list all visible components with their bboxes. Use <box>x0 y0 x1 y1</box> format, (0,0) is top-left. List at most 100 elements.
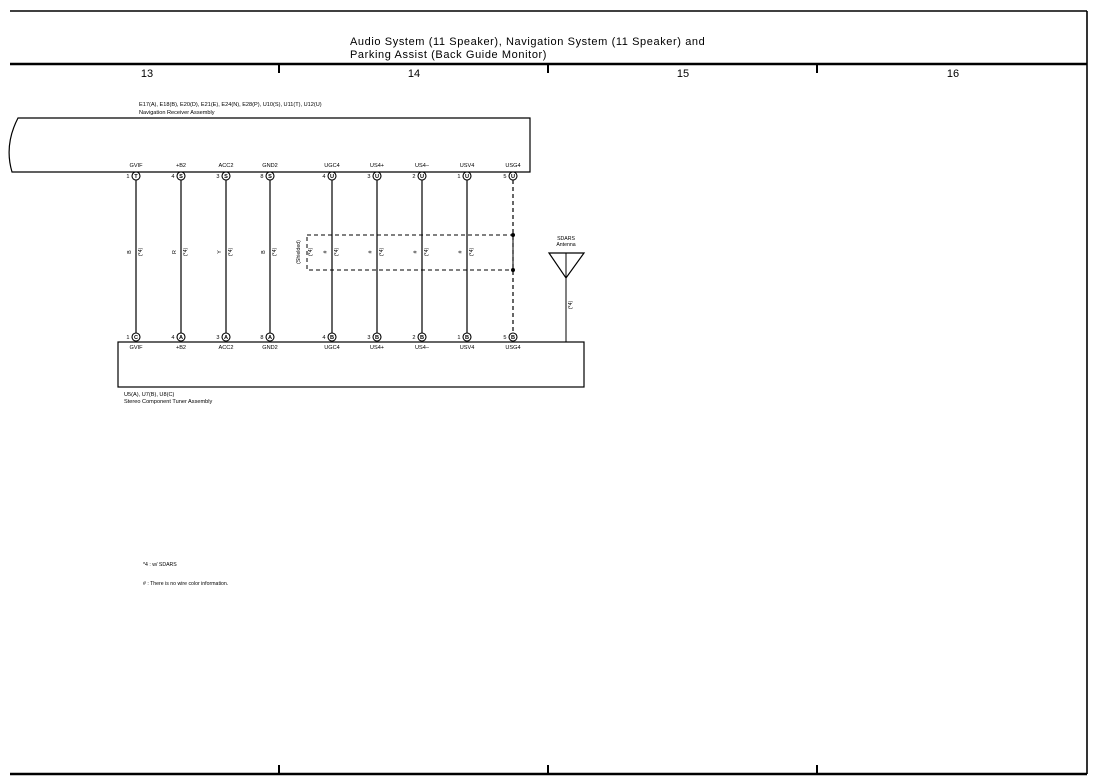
top-signal-label-ugc4: UGC4 <box>324 163 340 169</box>
bottom-signal-label-usv4: USV4 <box>460 345 475 351</box>
bottom-connector-letter-usg4: B <box>511 335 515 341</box>
stereo-tuner-name: Stereo Component Tuner Assembly <box>124 399 213 405</box>
navigation-receiver-connectors: E17(A), E18(B), E20(D), E21(E), E24(N), … <box>139 102 322 108</box>
bottom-connector-circle-usv4 <box>462 332 472 342</box>
bottom-connector-circle-gnd2 <box>265 332 275 342</box>
antenna-note: (*4) <box>568 301 574 310</box>
legend-line1: *4 : w/ SDARS <box>143 562 177 568</box>
top-signal-label-gnd2: GND2 <box>262 163 278 169</box>
bottom-connector-letter--b2: A <box>179 335 183 341</box>
bottom-signal-label-us4: US4+ <box>370 345 384 351</box>
top-signal-label-gvif: GVIF <box>129 163 143 169</box>
stereo-tuner-connectors: U5(A), U7(B), U8(C) <box>124 392 174 398</box>
sdars-antenna: SDARS Antenna (*4) <box>547 236 586 342</box>
bottom-signal-label-us4: US4– <box>415 345 430 351</box>
wire-color-ugc4: # <box>323 250 329 253</box>
top-signal-label-us4: US4– <box>415 163 430 169</box>
bottom-pin-number-gvif: 1 <box>126 335 129 341</box>
wire-note--b2: (*4) <box>183 248 189 257</box>
wire-note-gvif: (*4) <box>138 248 144 257</box>
wire-note-ugc4: (*4) <box>334 248 340 257</box>
top-pin-number-ugc4: 4 <box>322 174 325 180</box>
shield-note: (*4) <box>308 248 314 257</box>
antenna-label-line2: Antenna <box>556 242 575 248</box>
wire-color-us4: # <box>368 250 374 253</box>
top-connector-letter-gnd2: S <box>268 174 272 180</box>
bottom-connector-letter-usv4: B <box>465 335 469 341</box>
bottom-connector-circle-ugc4 <box>327 332 337 342</box>
bottom-pin-number-us4: 2 <box>412 335 415 341</box>
column-number-14: 14 <box>408 68 420 80</box>
column-number-13: 13 <box>141 68 153 80</box>
top-signal-label-usv4: USV4 <box>460 163 475 169</box>
wire-color-us4: # <box>413 250 419 253</box>
top-pin-number-usv4: 1 <box>457 174 460 180</box>
wire-note-us4: (*4) <box>424 248 430 257</box>
top-pin-number--b2: 4 <box>171 174 174 180</box>
bottom-pin-number-acc2: 3 <box>216 335 219 341</box>
top-pin-number-us4: 2 <box>412 174 415 180</box>
bottom-signal-label-usg4: USG4 <box>505 345 520 351</box>
wire-note-usv4: (*4) <box>469 248 475 257</box>
wire-color-gnd2: B <box>261 250 267 254</box>
bottom-signal-label-ugc4: UGC4 <box>324 345 340 351</box>
top-pin-number-gvif: 1 <box>126 174 129 180</box>
top-connector-letter-usv4: U <box>465 174 469 180</box>
bottom-connector-circle-us4 <box>417 332 427 342</box>
stereo-tuner-box <box>117 341 585 388</box>
bottom-connector-letter-us4: B <box>420 335 424 341</box>
wire-color-gvif: B <box>127 250 133 254</box>
bottom-pin-number-ugc4: 4 <box>322 335 325 341</box>
top-pin-number-gnd2: 8 <box>260 174 263 180</box>
wire-color--b2: R <box>172 250 178 254</box>
top-pin-number-usg4: 5 <box>503 174 506 180</box>
shield-label: (Shielded) <box>296 240 302 264</box>
bottom-connector-letter-ugc4: B <box>330 335 334 341</box>
wire-note-gnd2: (*4) <box>272 248 278 257</box>
wire-color-usv4: # <box>458 250 464 253</box>
top-pin-number-acc2: 3 <box>216 174 219 180</box>
page-frame <box>10 10 1088 776</box>
bottom-pin-number--b2: 4 <box>171 335 174 341</box>
bottom-connector-circle-gvif <box>131 332 141 342</box>
top-connector-letter-us4: U <box>420 174 424 180</box>
navigation-receiver-name: Navigation Receiver Assembly <box>139 110 215 116</box>
column-number-15: 15 <box>677 68 689 80</box>
top-signal-label--b2: +B2 <box>176 163 186 169</box>
top-connector-letter-gvif: T <box>134 174 138 180</box>
shield-outline <box>306 234 514 271</box>
wire-note-acc2: (*4) <box>228 248 234 257</box>
diagram-title-line2: Parking Assist (Back Guide Monitor) <box>350 49 547 61</box>
navigation-receiver-box <box>8 117 531 173</box>
top-connector-letter-usg4: U <box>511 174 515 180</box>
bottom-connector-letter-us4: B <box>375 335 379 341</box>
shield-junction-top <box>511 233 515 237</box>
top-signal-label-usg4: USG4 <box>505 163 520 169</box>
top-pin-number-us4: 3 <box>367 174 370 180</box>
bottom-connector-circle-usg4 <box>508 332 518 342</box>
bottom-connector-circle--b2 <box>176 332 186 342</box>
diagram-title-line1: Audio System (11 Speaker), Navigation Sy… <box>350 36 705 48</box>
top-connector-letter-acc2: S <box>224 174 228 180</box>
wire-note-us4: (*4) <box>379 248 385 257</box>
legend-line2: # : There is no wire color information. <box>143 581 228 587</box>
bottom-signal-label-acc2: ACC2 <box>219 345 234 351</box>
shield-junction-bottom <box>511 268 515 272</box>
top-connector-letter-ugc4: U <box>330 174 334 180</box>
antenna-label-line1: SDARS <box>557 236 575 242</box>
top-connector-letter-us4: U <box>375 174 379 180</box>
column-number-16: 16 <box>947 68 959 80</box>
bottom-connector-circle-us4 <box>372 332 382 342</box>
bottom-signal-label--b2: +B2 <box>176 345 186 351</box>
bottom-pin-number-gnd2: 8 <box>260 335 263 341</box>
bottom-pin-number-us4: 3 <box>367 335 370 341</box>
bottom-connector-letter-gvif: C <box>134 335 138 341</box>
bottom-signal-label-gvif: GVIF <box>129 345 143 351</box>
bottom-pin-number-usg4: 5 <box>503 335 506 341</box>
bottom-connector-letter-acc2: A <box>224 335 228 341</box>
bottom-pin-number-usv4: 1 <box>457 335 460 341</box>
top-signal-label-us4: US4+ <box>370 163 384 169</box>
bottom-connector-letter-gnd2: A <box>268 335 272 341</box>
